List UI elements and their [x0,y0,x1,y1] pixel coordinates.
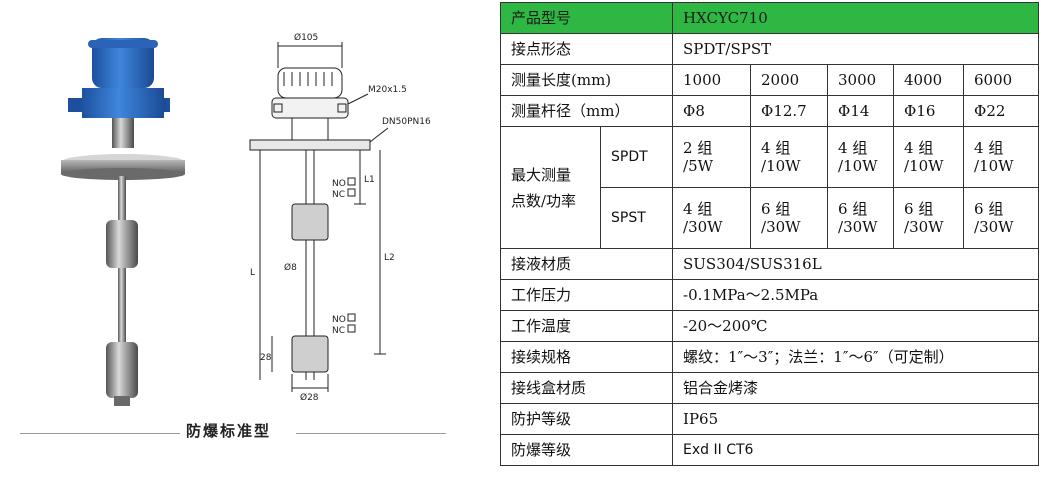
spdt-power: /10W [838,157,878,175]
nc-label-upper: NC [332,190,345,200]
spst-cell: 4 组/30W [672,187,752,249]
spst-count: 6 组 [838,200,868,218]
spdt-power: /10W [904,157,944,175]
spst-cell: 6 组/30W [750,187,829,249]
temperature-value: -20～200℃ [672,310,1040,342]
max-points-label: 最大测量 点数/功率 [500,126,601,249]
spec-row-box-material: 接线盒材质 铝合金烤漆 [499,372,1040,404]
product-photo [61,38,185,406]
spdt-count: 4 组 [838,139,868,157]
spdt-count: 4 组 [761,139,791,157]
rod-cell: Φ14 [827,95,895,127]
model-label: 产品型号 [499,2,674,34]
connection-label: 接续规格 [499,341,674,373]
l-label: L [250,268,255,278]
spst-cell: 6 组/30W [963,187,1040,249]
float-dia-label: Ø28 [300,392,319,400]
spst-count: 6 组 [761,200,791,218]
rod-cell: Φ16 [893,95,965,127]
spec-row-length: 测量长度(mm) 1000 2000 3000 4000 6000 [499,64,1040,96]
model-value: HXCYC710 [672,2,1040,34]
material-value: SUS304/SUS316L [672,248,1040,280]
l1-label: L1 [364,175,375,185]
spdt-power: /5W [683,157,714,175]
spst-power: /30W [974,218,1014,236]
spec-row-rod: 测量杆径（mm） Φ8 Φ12.7 Φ14 Φ16 Φ22 [499,95,1040,127]
spst-power: /30W [683,218,723,236]
rod-dia-label: Ø8 [284,262,297,273]
rod-label: 测量杆径（mm） [499,95,674,127]
max-label-line1: 最大测量 [511,165,572,184]
rod-cell: Φ8 [672,95,752,127]
spec-row-ip: 防护等级 IP65 [499,403,1040,435]
l2-label: L2 [384,253,395,263]
spdt-cell: 4 组/10W [893,126,965,188]
spec-row-spst: SPST 4 组/30W 6 组/30W 6 组/30W 6 组/30W 6 组… [501,187,1040,249]
explosion-label: 防爆等级 [499,434,674,466]
spec-row-pressure: 工作压力 -0.1MPa～2.5MPa [499,279,1040,311]
contact-value: SPDT/SPST [672,33,1040,65]
connection-value: 螺纹：1″～3″；法兰：1″～6″（可定制） [672,341,1040,373]
spec-row-connection: 接续规格 螺纹：1″～3″；法兰：1″～6″（可定制） [499,341,1040,373]
flange-label: DN50PN16 [382,117,431,127]
spst-count: 6 组 [974,200,1004,218]
spdt-cell: 2 组/5W [672,126,752,188]
length-cell: 4000 [893,64,965,96]
ip-label: 防护等级 [499,403,674,435]
length-cell: 6000 [963,64,1040,96]
box-material-label: 接线盒材质 [499,372,674,404]
spst-power: /30W [838,218,878,236]
rod-cell: Φ22 [963,95,1040,127]
spdt-power: /10W [974,157,1014,175]
caption-rule-left [20,433,180,434]
thread-label: M20x1.5 [368,85,407,95]
nc-label-lower: NC [332,326,345,336]
length-label: 测量长度(mm) [499,64,674,96]
pressure-label: 工作压力 [499,279,674,311]
spst-power: /30W [904,218,944,236]
spdt-count: 4 组 [904,139,934,157]
spdt-cell: 4 组/10W [963,126,1040,188]
box-material-value: 铝合金烤漆 [672,372,1040,404]
spst-cell: 6 组/30W [893,187,965,249]
no-label-upper: NO [332,179,346,189]
contact-label: 接点形态 [499,33,674,65]
spec-row-explosion: 防爆等级 Exd II CT6 [499,434,1040,466]
temperature-label: 工作温度 [499,310,674,342]
spdt-count: 4 组 [974,139,1004,157]
spec-table: 产品型号 HXCYC710 接点形态 SPDT/SPST 测量长度(mm) 10… [499,2,1040,466]
no-label-lower: NO [332,315,346,325]
spec-row-spdt: 最大测量 点数/功率 SPDT 2 组/5W 4 组/10W 4 组/10W 4… [500,126,1040,249]
spdt-count: 2 组 [683,139,713,157]
spdt-cell: 4 组/10W [750,126,829,188]
spst-power: /30W [761,218,801,236]
material-label: 接液材质 [499,248,674,280]
spst-cell: 6 组/30W [827,187,895,249]
spst-label: SPST [599,187,674,249]
caption-rule-right [296,433,446,434]
spec-row-contact: 接点形态 SPDT/SPST [499,33,1040,65]
explosion-value: Exd II CT6 [672,434,1040,466]
length-cell: 1000 [672,64,752,96]
ip-value: IP65 [672,403,1040,435]
float-height-label: 28 [260,353,272,363]
product-caption: 防爆标准型 [186,422,272,440]
dimension-drawing: Ø105 M20x1.5 DN50PN16 L1 L2 L Ø8 Ø28 28 … [249,32,431,400]
spst-count: 6 组 [904,200,934,218]
spec-row-material: 接液材质 SUS304/SUS316L [499,248,1040,280]
spdt-cell: 4 组/10W [827,126,895,188]
product-illustration: Ø105 M20x1.5 DN50PN16 L1 L2 L Ø8 Ø28 28 … [0,0,500,491]
spec-row-model: 产品型号 HXCYC710 [499,2,1040,34]
spdt-power: /10W [761,157,801,175]
spec-row-temperature: 工作温度 -20～200℃ [499,310,1040,342]
spst-count: 4 组 [683,200,713,218]
dim-top-label: Ø105 [294,32,318,43]
length-cell: 3000 [827,64,895,96]
spdt-label: SPDT [599,126,674,188]
max-label-line2: 点数/功率 [511,191,577,210]
pressure-value: -0.1MPa～2.5MPa [672,279,1040,311]
length-cell: 2000 [750,64,829,96]
rod-cell: Φ12.7 [750,95,829,127]
